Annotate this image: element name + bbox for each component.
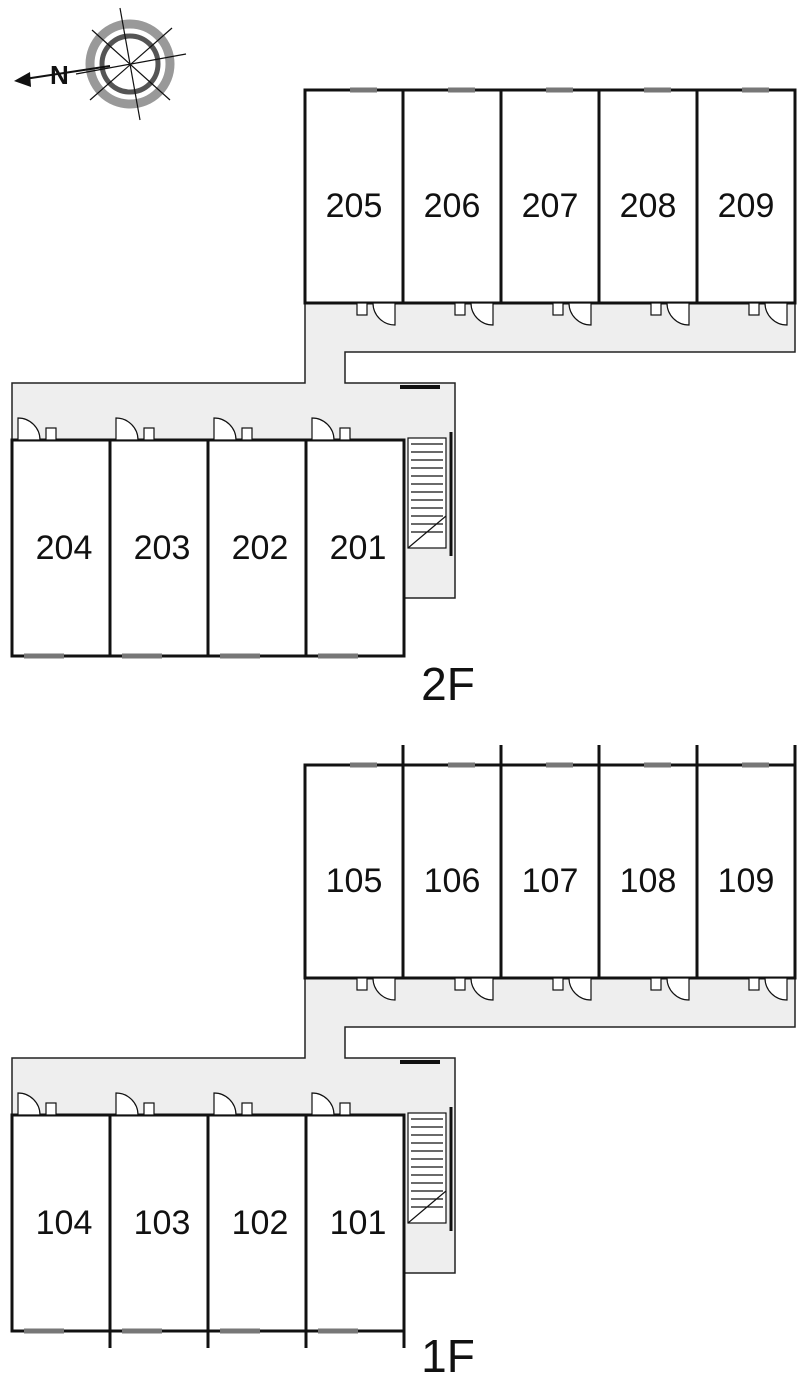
- unit-number: 104: [36, 1204, 93, 1242]
- door-icon: [454, 977, 494, 1001]
- unit-205: 205: [303, 87, 405, 305]
- unit-number: 201: [330, 529, 387, 567]
- unit-number: 109: [718, 862, 775, 900]
- unit-number: 107: [522, 862, 579, 900]
- unit-103: 103: [108, 1113, 210, 1334]
- floor-label: 2F: [421, 658, 475, 710]
- unit-number: 207: [522, 187, 579, 225]
- unit-206: 206: [401, 87, 503, 305]
- door-icon: [650, 302, 690, 326]
- compass-north-label: N: [50, 60, 69, 90]
- unit-201: 201: [304, 438, 406, 659]
- unit-104: 104: [10, 1113, 112, 1334]
- unit-number: 208: [620, 187, 677, 225]
- unit-209: 209: [695, 87, 797, 305]
- door-icon: [213, 1092, 253, 1116]
- unit-number: 101: [330, 1204, 387, 1242]
- door-icon: [552, 977, 592, 1001]
- unit-107: 107: [499, 762, 601, 980]
- unit-105: 105: [303, 762, 405, 980]
- door-icon: [454, 302, 494, 326]
- staircase: [400, 1060, 453, 1231]
- door-icon: [356, 977, 396, 1001]
- unit-number: 206: [424, 187, 481, 225]
- floor-2f: 205 206 207 208 209 204 203 202 201 2F: [10, 87, 797, 710]
- door-icon: [748, 977, 788, 1001]
- door-icon: [650, 977, 690, 1001]
- unit-number: 205: [326, 187, 383, 225]
- unit-number: 103: [134, 1204, 191, 1242]
- door-icon: [17, 1092, 57, 1116]
- unit-number: 202: [232, 529, 289, 567]
- unit-109: 109: [695, 762, 797, 980]
- unit-101: 101: [304, 1113, 406, 1334]
- door-icon: [311, 1092, 351, 1116]
- door-icon: [115, 417, 155, 441]
- door-icon: [552, 302, 592, 326]
- compass-icon: N: [14, 7, 187, 121]
- unit-number: 105: [326, 862, 383, 900]
- staircase: [400, 385, 453, 556]
- unit-204: 204: [10, 438, 112, 659]
- door-icon: [748, 302, 788, 326]
- unit-number: 203: [134, 529, 191, 567]
- unit-203: 203: [108, 438, 210, 659]
- unit-108: 108: [597, 762, 699, 980]
- unit-number: 106: [424, 862, 481, 900]
- unit-number: 209: [718, 187, 775, 225]
- floor-1f: 105 106 107 108 109 104 103 102 101 1F: [10, 745, 797, 1381]
- door-icon: [115, 1092, 155, 1116]
- unit-102: 102: [206, 1113, 308, 1334]
- unit-202: 202: [206, 438, 308, 659]
- unit-207: 207: [499, 87, 601, 305]
- unit-208: 208: [597, 87, 699, 305]
- unit-106: 106: [401, 762, 503, 980]
- unit-number: 204: [36, 529, 93, 567]
- door-icon: [17, 417, 57, 441]
- unit-number: 102: [232, 1204, 289, 1242]
- door-icon: [311, 417, 351, 441]
- floor-label: 1F: [421, 1330, 475, 1381]
- door-icon: [213, 417, 253, 441]
- unit-number: 108: [620, 862, 677, 900]
- door-icon: [356, 302, 396, 326]
